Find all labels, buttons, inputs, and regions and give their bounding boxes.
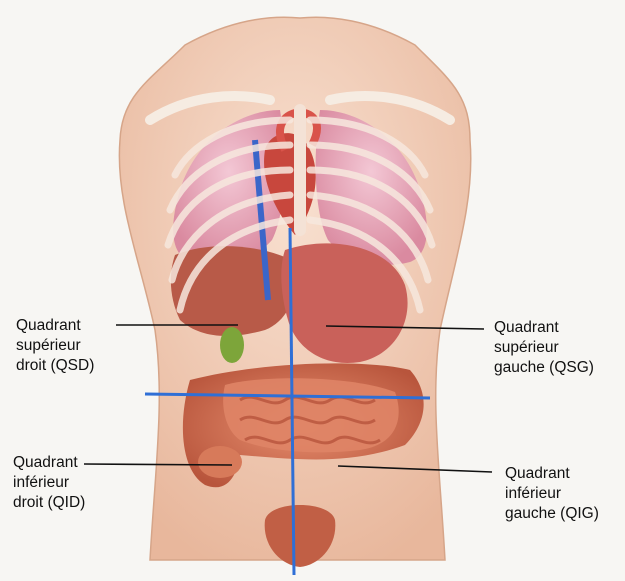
label-qsg-line3: gauche (QSG) [494, 358, 594, 378]
label-qsg-line2: supérieur [494, 338, 594, 358]
cecum [198, 446, 242, 478]
label-qsg-line1: Quadrant [494, 318, 594, 338]
label-qig: Quadrant inférieur gauche (QIG) [505, 464, 599, 524]
label-qsd-line1: Quadrant [16, 316, 94, 336]
small-intestine [223, 378, 399, 452]
label-qsd-line3: droit (QSD) [16, 356, 94, 376]
label-qig-line1: Quadrant [505, 464, 599, 484]
label-qid: Quadrant inférieur droit (QID) [13, 453, 85, 513]
label-qsg: Quadrant supérieur gauche (QSG) [494, 318, 594, 378]
label-qig-line3: gauche (QIG) [505, 504, 599, 524]
label-qid-line3: droit (QID) [13, 493, 85, 513]
label-qig-line2: inférieur [505, 484, 599, 504]
label-qid-line2: inférieur [13, 473, 85, 493]
leader-qid [84, 464, 232, 465]
gallbladder [220, 327, 244, 363]
label-qsd-line2: supérieur [16, 336, 94, 356]
label-qid-line1: Quadrant [13, 453, 85, 473]
label-qsd: Quadrant supérieur droit (QSD) [16, 316, 94, 376]
